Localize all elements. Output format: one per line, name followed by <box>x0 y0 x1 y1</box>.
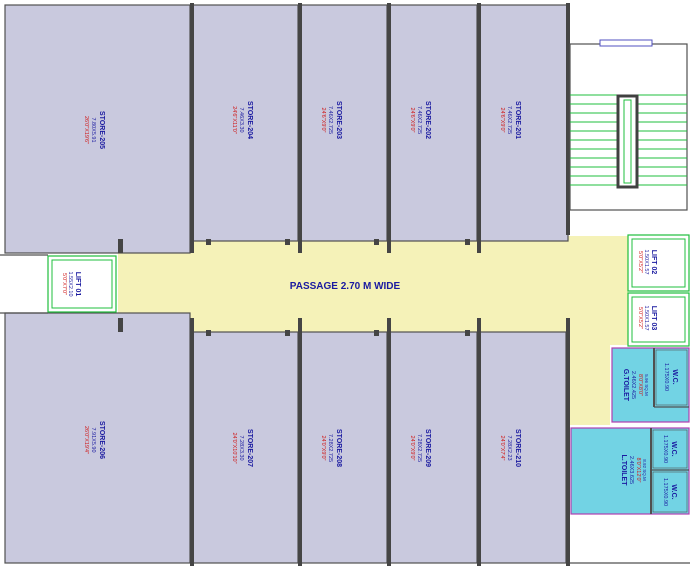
lift-03[interactable]: LIFT 03 1.50X1.57 5'0"X5'2" <box>627 292 690 347</box>
store-202-name: STORE-202 <box>424 101 431 139</box>
store-202-dim-ft: 24'6"X9'0" <box>409 108 415 133</box>
lift-01-dim-m: 1.55X2.10 <box>67 271 73 296</box>
store-201[interactable]: STORE-201 7.46X2.725 24'6"X9'0" <box>479 4 569 242</box>
l-toilet-dim-m: 2.46X3.625 <box>628 456 634 484</box>
g-toilet-dim-m: 2.46X2.425 <box>630 371 636 399</box>
lift-03-dim-m: 1.50X1.57 <box>643 305 649 330</box>
store-203-dim-m: 7.46X2.725 <box>327 106 333 134</box>
store-204-dim-m: 7.46X3.30 <box>238 107 244 132</box>
wc-1[interactable]: W.C. 1.175X0.90 <box>655 349 688 406</box>
l-toilet-dim-ft: 8'0"X12'0" <box>635 458 641 483</box>
wc-3-name: W.C. <box>670 484 677 499</box>
store-207-dim-m: 7.28X3.30 <box>238 435 244 460</box>
store-205-name: STORE-205 <box>98 111 105 149</box>
wc-2-dim-m: 1.175X0.90 <box>662 435 668 463</box>
wc-1-dim-m: 1.175X0.90 <box>663 363 669 391</box>
store-203-dim-ft: 24'6"X9'0" <box>320 108 326 133</box>
store-204-name: STORE-204 <box>246 101 253 139</box>
store-201-dim-m: 7.46X2.725 <box>506 106 512 134</box>
lift-02-name: LIFT 02 <box>650 250 657 275</box>
g-toilet-area: 5.96 SQ.M <box>644 374 649 396</box>
passage-extension <box>566 236 628 425</box>
lift-01[interactable]: LIFT 01 1.55X2.10 5'0"X7'0" <box>47 255 117 313</box>
store-203[interactable]: STORE-203 7.46X2.725 24'6"X9'0" <box>300 4 388 242</box>
lift-01-dim-ft: 5'0"X7'0" <box>61 273 67 295</box>
store-210-name: STORE-210 <box>514 429 521 467</box>
store-203-name: STORE-203 <box>335 101 342 139</box>
lift-02-dim-m: 1.50X1.57 <box>643 249 649 274</box>
passage-floor <box>118 236 628 332</box>
store-209-dim-m: 7.28X2.725 <box>416 434 422 462</box>
store-205-dim-ft: 26'0"X19'6" <box>83 116 89 144</box>
store-206-dim-m: 7.91X5.90 <box>90 427 96 452</box>
store-209[interactable]: STORE-209 7.28X2.725 24'0"X9'0" <box>389 331 478 564</box>
store-207-name: STORE-207 <box>246 429 253 467</box>
store-206-dim-ft: 26'0"X19'4" <box>83 426 89 454</box>
lift-03-dim-ft: 5'0"X5'2" <box>637 307 643 329</box>
store-201-name: STORE-201 <box>514 101 521 139</box>
lift-02[interactable]: LIFT 02 1.50X1.57 5'0"X5'2" <box>627 234 690 292</box>
wc-3-dim-m: 1.175X0.90 <box>662 478 668 506</box>
lift-03-name: LIFT 03 <box>650 306 657 331</box>
l-toilet-name: L.TOILET <box>620 455 627 487</box>
store-208-name: STORE-208 <box>335 429 342 467</box>
passage-label: PASSAGE 2.70 M WIDE <box>290 281 401 292</box>
wc-3[interactable]: W.C. 1.175X0.90 <box>652 471 688 513</box>
store-206-name: STORE-206 <box>98 421 105 459</box>
store-205-dim-m: 7.80X5.91 <box>90 117 96 142</box>
store-205[interactable]: STORE-205 7.80X5.91 26'0"X19'6" <box>4 4 191 254</box>
store-204[interactable]: STORE-204 7.46X3.30 24'6"X11'0" <box>192 4 299 242</box>
store-207-dim-ft: 24'0"X10'10" <box>231 432 237 463</box>
store-208-dim-m: 7.28X2.725 <box>327 434 333 462</box>
store-204-dim-ft: 24'6"X11'0" <box>231 106 237 134</box>
store-207[interactable]: STORE-207 7.28X3.30 24'0"X10'10" <box>192 331 299 564</box>
store-209-name: STORE-209 <box>424 429 431 467</box>
store-209-dim-ft: 24'0"X9'0" <box>409 436 415 461</box>
walls <box>118 3 570 566</box>
wc-2[interactable]: W.C. 1.175X0.90 <box>652 429 688 469</box>
g-toilet-dim-ft: 8'0"X8'0" <box>637 374 643 396</box>
store-210-dim-ft: 24'0"X7'4" <box>499 436 505 461</box>
outer-walls <box>0 254 690 564</box>
store-208[interactable]: STORE-208 7.28X2.725 24'0"X9'0" <box>300 331 388 564</box>
store-201-dim-ft: 24'6"X9'0" <box>499 108 505 133</box>
store-208-dim-ft: 24'0"X9'0" <box>320 436 326 461</box>
g-toilet-name: G.TOILET <box>622 369 629 402</box>
lift-02-dim-ft: 5'0"X5'2" <box>637 251 643 273</box>
store-202[interactable]: STORE-202 7.46X2.725 24'6"X9'0" <box>389 4 478 242</box>
store-206[interactable]: STORE-206 7.91X5.90 26'0"X19'4" <box>4 312 191 564</box>
l-toilet-area: 8.92 SQ.M <box>642 459 647 481</box>
wc-2-name: W.C. <box>670 441 677 456</box>
staircase <box>569 39 688 211</box>
store-210-dim-m: 7.28X2.23 <box>506 435 512 460</box>
store-202-dim-m: 7.46X2.725 <box>416 106 422 134</box>
store-210[interactable]: STORE-210 7.28X2.23 24'0"X7'4" <box>479 331 567 564</box>
wc-1-name: W.C. <box>671 369 678 384</box>
lift-01-name: LIFT 01 <box>74 272 81 297</box>
